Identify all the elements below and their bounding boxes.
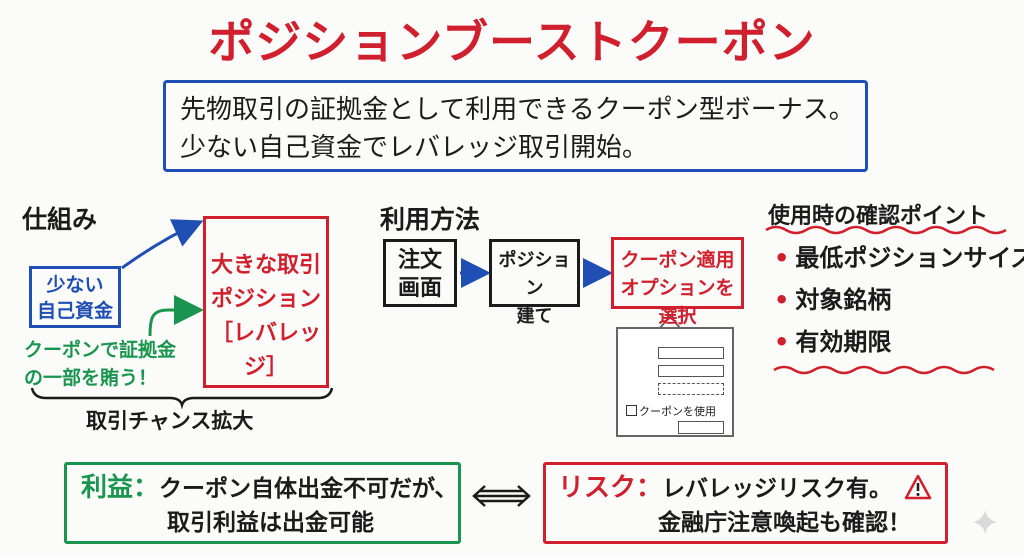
big-position-line-2: ポジション bbox=[210, 287, 321, 312]
profit-line-1: クーポン自体出金不可だが、 bbox=[159, 476, 458, 502]
checklist-wave-bottom bbox=[773, 365, 995, 375]
risk-label: リスク： bbox=[558, 473, 663, 503]
warning-icon bbox=[904, 474, 932, 500]
form-field-3 bbox=[658, 383, 724, 395]
order-form-illustration: クーポンを使用 bbox=[616, 327, 734, 437]
sparkle-icon bbox=[973, 510, 997, 534]
bullet-icon: • bbox=[774, 328, 790, 356]
profit-risk-double-arrow bbox=[472, 485, 531, 507]
coupon-checkbox-row: クーポンを使用 bbox=[626, 403, 716, 419]
big-position-line-1: 大きな取引 bbox=[210, 253, 321, 278]
funds-to-position-arrow bbox=[121, 219, 204, 270]
own-funds-box: 少ない 自己資金 bbox=[29, 266, 121, 328]
step-open-position: ポジション 建て bbox=[489, 239, 580, 327]
checkbox-icon bbox=[626, 405, 637, 416]
step3-line-1: クーポン適用 bbox=[620, 249, 735, 271]
risk-box: リスク：レバレッジリスク有。 金融庁注意喚起も確認！ bbox=[543, 462, 948, 544]
mechanism-heading: 仕組み bbox=[22, 205, 98, 234]
risk-line-1: レバレッジリスク有。 bbox=[662, 476, 893, 502]
profit-label: 利益： bbox=[81, 473, 160, 503]
checks-list: •最低ポジションサイズ •対象銘柄 •有効期限 bbox=[774, 237, 1024, 363]
profit-line-2: 取引利益は出金可能 bbox=[167, 510, 374, 536]
chance-brace bbox=[30, 387, 334, 410]
step1-line-1: 注文 bbox=[397, 248, 442, 273]
big-position-box: 大きな取引 ポジション ［レバレッジ］ bbox=[203, 216, 329, 388]
coupon-note-line-2: の一部を賄う！ bbox=[24, 367, 158, 389]
coupon-note-line-1: クーポンで証拠金 bbox=[24, 339, 177, 361]
coupon-checkbox-label: クーポンを使用 bbox=[639, 405, 716, 418]
coupon-to-position-arrow bbox=[148, 295, 204, 337]
profit-box: 利益：クーポン自体出金不可だが、 取引利益は出金可能 bbox=[64, 462, 461, 544]
step2-line-1: ポジション bbox=[498, 250, 571, 299]
step-select-coupon: クーポン適用 オプションを選択 bbox=[611, 237, 744, 327]
checklist-wave-top bbox=[765, 225, 1007, 235]
step2-line-2: 建て bbox=[516, 306, 553, 327]
check-item: •最低ポジションサイズ bbox=[774, 244, 1024, 272]
step3-line-2: オプションを選択 bbox=[620, 277, 735, 327]
form-callout-notch bbox=[659, 314, 681, 329]
bullet-icon: • bbox=[774, 244, 790, 272]
page-title: ポジションブーストクーポン bbox=[208, 15, 816, 69]
bullet-icon: • bbox=[774, 286, 790, 314]
trading-chance-label: 取引チャンス拡大 bbox=[86, 409, 254, 433]
coupon-note: クーポンで証拠金 の一部を賄う！ bbox=[24, 336, 204, 392]
check-item: •対象銘柄 bbox=[774, 286, 892, 314]
check-item: •有効期限 bbox=[774, 328, 892, 356]
risk-line-2: 金融庁注意喚起も確認！ bbox=[658, 510, 911, 536]
checks-heading: 使用時の確認ポイント bbox=[768, 204, 989, 229]
form-field-1 bbox=[658, 347, 724, 359]
intro-line-2: 少ない自己資金でレバレッジ取引開始。 bbox=[180, 133, 649, 163]
own-funds-line-2: 自己資金 bbox=[36, 300, 113, 322]
intro-box: 先物取引の証拠金として利用できるクーポン型ボーナス。 少ない自己資金でレバレッジ… bbox=[163, 80, 868, 172]
big-position-line-3: ［レバレッジ］ bbox=[210, 321, 321, 380]
own-funds-line-1: 少ない bbox=[46, 274, 104, 296]
form-field-2 bbox=[658, 365, 724, 377]
risk-row-1: リスク：レバレッジリスク有。 bbox=[558, 471, 945, 506]
intro-line-1: 先物取引の証拠金として利用できるクーポン型ボーナス。 bbox=[180, 95, 855, 125]
usage-heading: 利用方法 bbox=[380, 205, 481, 234]
step1-line-2: 画面 bbox=[397, 276, 442, 301]
profit-row-1: 利益：クーポン自体出金不可だが、 bbox=[81, 471, 458, 506]
form-submit-shape bbox=[678, 421, 724, 434]
step-order-screen: 注文 画面 bbox=[383, 239, 457, 307]
